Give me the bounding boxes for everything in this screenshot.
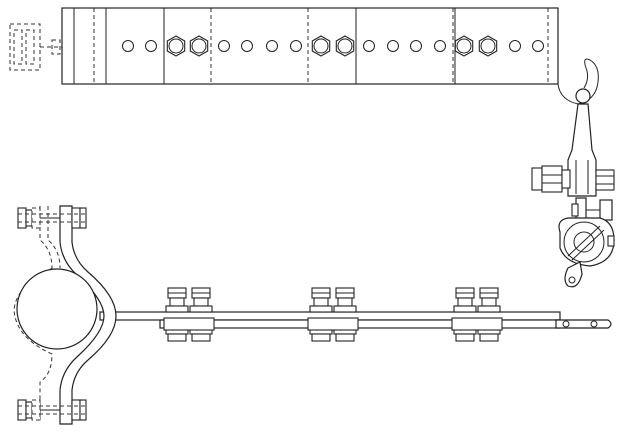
rod-bolt-washer — [193, 297, 209, 307]
pipe-icon — [16, 268, 98, 350]
upper-bar-end-clamp — [9, 23, 85, 71]
clamp-bolt-nut — [17, 399, 27, 421]
bar-hole — [509, 40, 521, 52]
bar-hole — [434, 40, 446, 52]
upper-bar-bolts — [166, 35, 498, 57]
hanger-assembly — [531, 58, 615, 288]
bar-hole — [218, 40, 230, 52]
clevis-bolt — [531, 165, 615, 193]
upper-bar — [61, 7, 559, 85]
rod-clamp-block — [163, 317, 215, 331]
rod-bolt-plate — [165, 305, 189, 313]
rod-bolt-nut — [335, 333, 355, 342]
rod-bolt-nut — [455, 333, 475, 342]
rod-bolt-washer — [169, 297, 185, 307]
bar-hole — [410, 40, 422, 52]
clamp-bolt-ghost — [31, 207, 41, 229]
bolt-washer — [191, 38, 207, 54]
rod-bolt-nut — [479, 333, 499, 342]
rod-bolt-washer — [481, 297, 497, 307]
bar-hole — [532, 40, 544, 52]
hook-eye — [575, 88, 591, 104]
bar-hole — [145, 40, 157, 52]
upper-bar-holes — [122, 40, 544, 52]
rod-bolt-plate — [309, 305, 333, 313]
clamp-bolt-ghost — [31, 399, 41, 421]
clamp-bolt-washer — [25, 401, 33, 419]
bar-hole — [241, 40, 253, 52]
rod-bolt-washer — [313, 297, 329, 307]
rod-end — [555, 319, 612, 329]
clamp-bolt-nut — [71, 207, 81, 229]
bar-hole — [122, 40, 134, 52]
clamp-bolt-nut — [17, 207, 27, 229]
clamp-bolt-nut — [71, 399, 81, 421]
bar-hole — [363, 40, 375, 52]
bar-hole — [266, 40, 278, 52]
rod-bolt-plate — [189, 305, 213, 313]
pipe-clamp-bolts — [17, 207, 87, 421]
bar-hole — [290, 40, 302, 52]
eye-ring — [558, 217, 615, 288]
bolt-washer — [168, 38, 184, 54]
clamp-bolt-washer — [25, 209, 33, 227]
clamp-bolt-nut — [79, 399, 87, 421]
rod-clamp-groups — [163, 287, 503, 342]
rod-bolt-washer — [457, 297, 473, 307]
rod-bolt-washer — [337, 297, 353, 307]
rod-clamp-block — [451, 317, 503, 331]
rod-bolt-plate — [333, 305, 357, 313]
clamp-bolt-nut — [79, 207, 87, 229]
rod-bolt-nut — [167, 333, 187, 342]
rod-bolt-plate — [453, 305, 477, 313]
bolt-washer — [456, 38, 472, 54]
rod-clamp-block — [307, 317, 359, 331]
lower-rod-assembly — [99, 287, 612, 342]
rod-bolt-plate — [477, 305, 501, 313]
upper-bar-assembly — [9, 7, 559, 85]
bolt-washer — [337, 38, 353, 54]
bolt-washer — [480, 38, 496, 54]
rod-bolt-nut — [191, 333, 211, 342]
bar-hole — [387, 40, 399, 52]
rod-bolt-nut — [311, 333, 331, 342]
bolt-washer — [313, 38, 329, 54]
hook-icon — [557, 58, 599, 105]
pipe-clamp-assembly — [13, 205, 117, 425]
clevis-upper — [567, 103, 597, 197]
